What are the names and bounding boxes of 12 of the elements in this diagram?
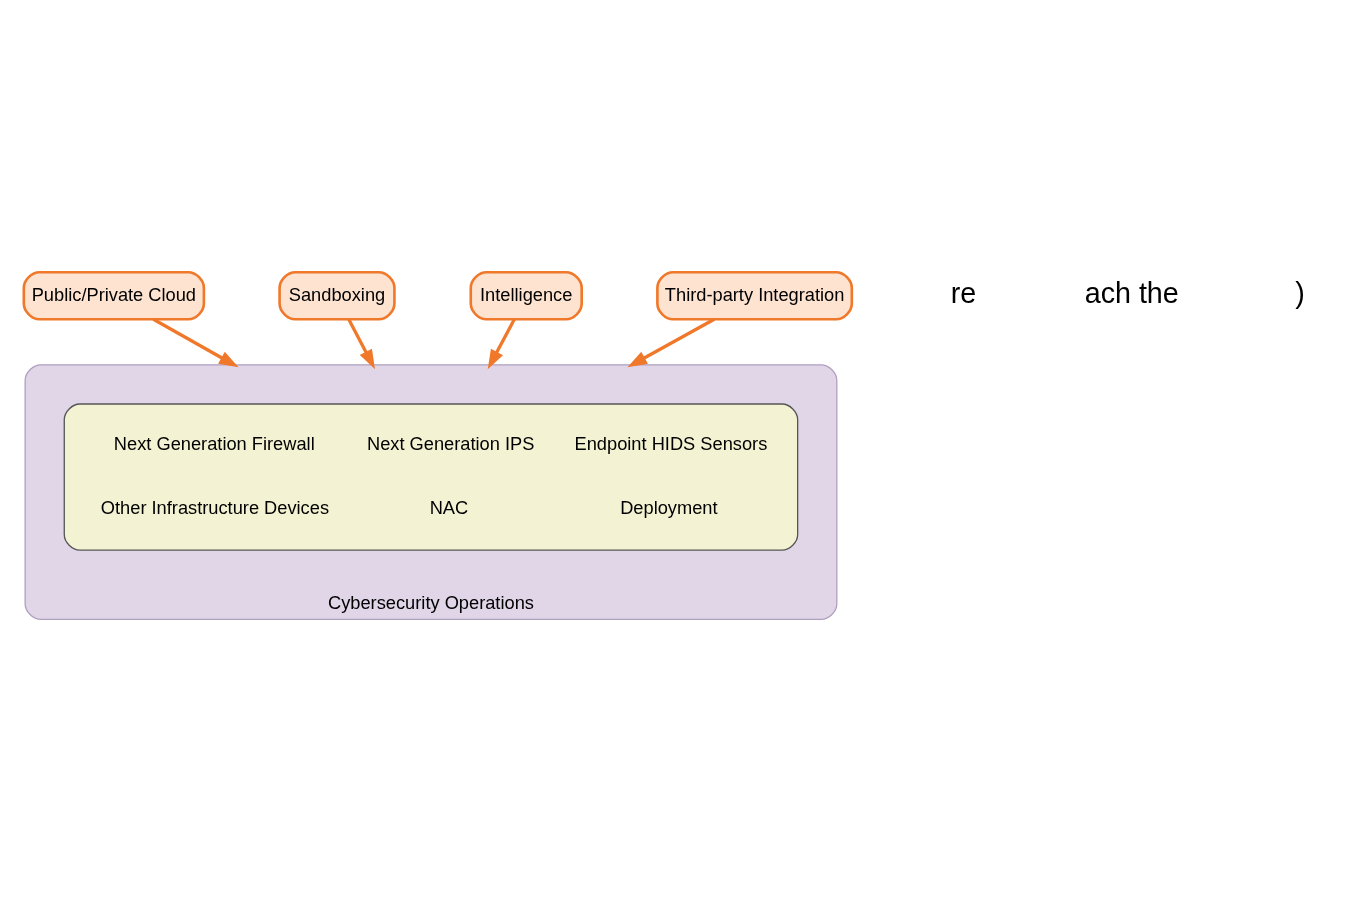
arrow xyxy=(487,318,516,369)
label: re xyxy=(950,276,977,309)
node-box: Public/Private Cloud xyxy=(22,270,206,320)
label: ) xyxy=(1295,276,1305,309)
label: ach the xyxy=(1084,276,1179,309)
node-box: Next Generation Firewall Next Generation IPS Endpoint HIDS Sensors Other Infrastructure Devices NAC Deployment xyxy=(63,402,799,551)
node-box: Intelligence xyxy=(469,270,583,320)
arrow xyxy=(627,317,716,367)
node-box: Sandboxing xyxy=(278,270,396,320)
arrow xyxy=(347,318,375,369)
arrow xyxy=(152,317,239,367)
node-box: Third-party Integration xyxy=(656,270,854,320)
